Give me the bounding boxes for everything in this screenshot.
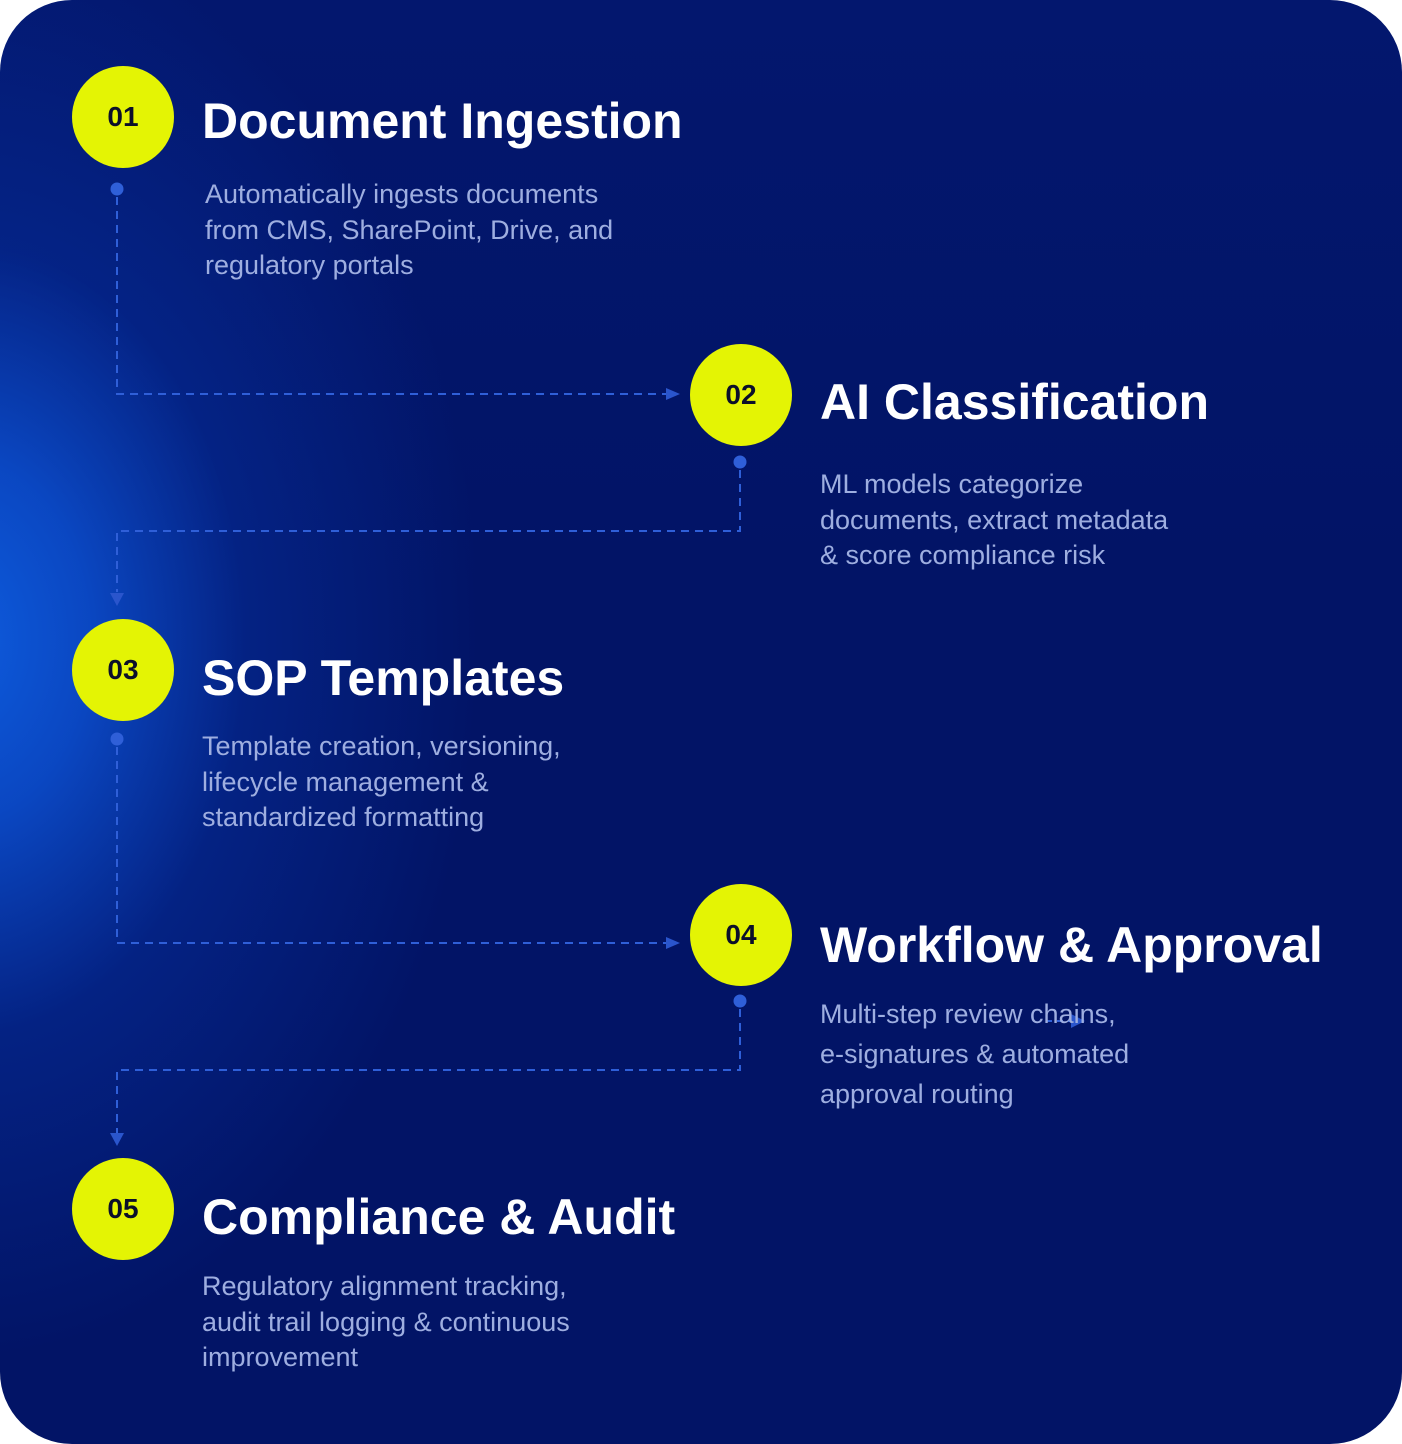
- arrowhead-down-icon: [110, 593, 124, 606]
- step-title-01: Document Ingestion: [202, 93, 683, 149]
- arrowhead-down-icon: [110, 1133, 124, 1146]
- step-description-04: Multi-step review chains, e-signatures &…: [820, 999, 1130, 1109]
- step-description-01: Automatically ingests documents from CMS…: [205, 179, 614, 280]
- step-badge-03: 03: [72, 619, 174, 721]
- step-description-05: Regulatory alignment tracking, audit tra…: [202, 1271, 570, 1372]
- step-badge-01: 01: [72, 66, 174, 168]
- connector-start-dot-01: [110, 182, 124, 196]
- step-title-02: AI Classification: [820, 374, 1209, 430]
- step-description-03: Template creation, versioning, lifecycle…: [202, 731, 561, 832]
- step-badge-02: 02: [690, 344, 792, 446]
- step-title-05: Compliance & Audit: [202, 1189, 676, 1245]
- connector-start-dot-04: [733, 994, 747, 1008]
- step-description-02: ML models categorize documents, extract …: [820, 469, 1169, 570]
- step-title-04: Workflow & Approval: [820, 917, 1323, 973]
- step-title-03: SOP Templates: [202, 650, 565, 706]
- connector-start-dot-03: [110, 732, 124, 746]
- arrowhead-right-icon: [666, 388, 680, 400]
- connector-04-05: [116, 1009, 741, 1133]
- connector-start-dot-02: [733, 455, 747, 469]
- step-badge-05: 05: [72, 1158, 174, 1260]
- step-badge-04: 04: [690, 884, 792, 986]
- connector-02-03: [116, 470, 741, 592]
- arrowhead-right-icon: [666, 937, 680, 949]
